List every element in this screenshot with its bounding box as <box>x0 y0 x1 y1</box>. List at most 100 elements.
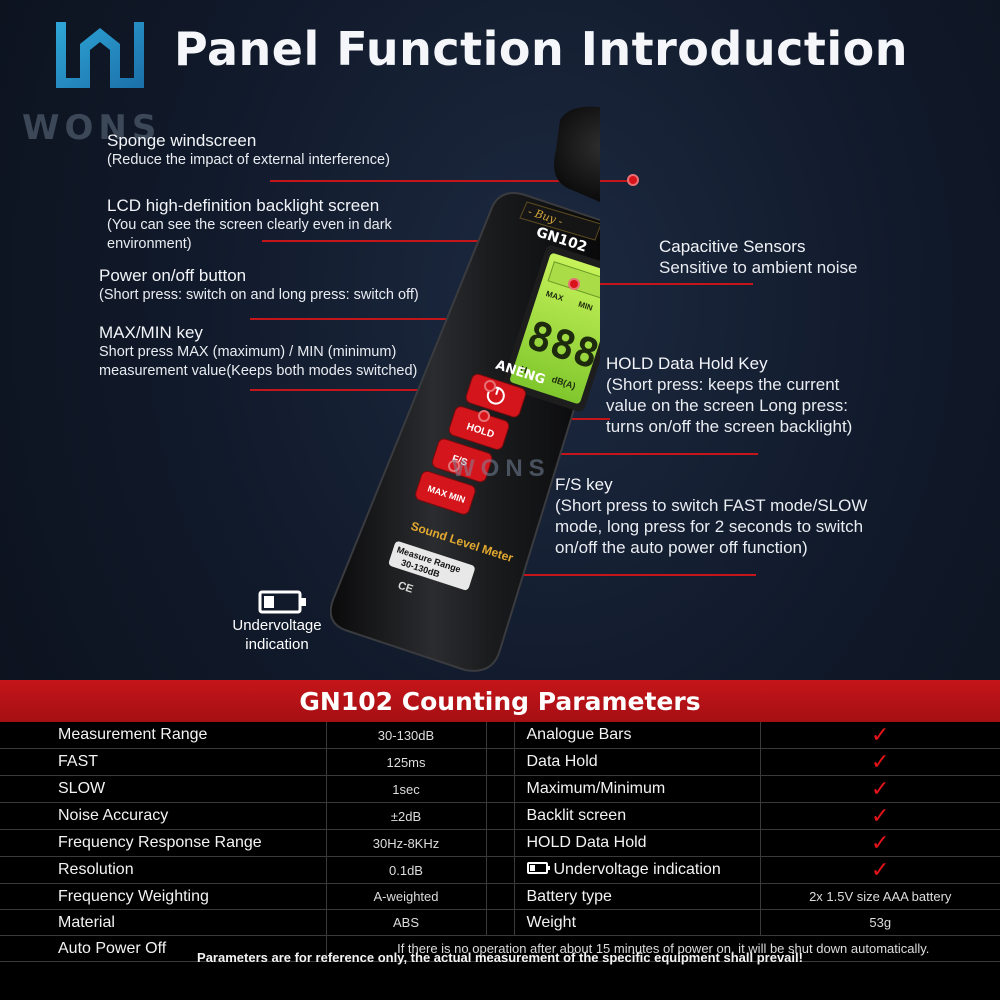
callout-desc: measurement value(Keeps both modes switc… <box>99 363 418 379</box>
callout-dot <box>627 174 639 186</box>
callout-hold: HOLD Data Hold Key (Short press: keeps t… <box>606 353 852 437</box>
feature-label: Battery type <box>514 883 761 910</box>
callout-desc: (Short press: switch on and long press: … <box>99 287 419 303</box>
feature-label-text: Battery type <box>526 887 612 905</box>
column-gap <box>486 775 515 803</box>
leader-line <box>486 574 756 576</box>
feature-value: 53g <box>760 909 1000 936</box>
feature-label: Analogue Bars <box>514 722 761 749</box>
column-gap <box>486 909 515 936</box>
parameters-title: GN102 Counting Parameters <box>0 680 1000 722</box>
callout-dot <box>478 410 490 422</box>
feature-value: 2x 1.5V size AAA battery <box>760 883 1000 910</box>
callout-desc: (You can see the screen clearly even in … <box>107 217 392 233</box>
callout-dot <box>448 460 460 472</box>
callout-title: F/S key <box>555 475 613 494</box>
param-label: Frequency Response Range <box>0 829 327 857</box>
check-icon: ✓ <box>760 802 1000 830</box>
feature-label: Undervoltage indication <box>514 856 761 884</box>
logo-icon <box>56 22 144 88</box>
param-value: 30-130dB <box>326 722 487 749</box>
callout-desc: turns on/off the screen backlight) <box>606 417 853 436</box>
param-label: Auto Power Off <box>0 935 327 962</box>
watermark: WONS <box>452 455 551 482</box>
check-icon: ✓ <box>760 856 1000 884</box>
battery-low-icon <box>526 861 551 879</box>
check-icon: ✓ <box>760 722 1000 749</box>
column-gap <box>486 748 515 776</box>
parameters-section: GN102 Counting Parameters Measurement Ra… <box>0 680 1000 1000</box>
param-label: SLOW <box>0 775 327 803</box>
callout-sponge: Sponge windscreen (Reduce the impact of … <box>107 130 390 170</box>
callout-title: LCD high-definition backlight screen <box>107 196 380 215</box>
column-gap <box>486 883 515 910</box>
feature-label-text: HOLD Data Hold <box>526 834 647 851</box>
column-gap <box>486 829 515 857</box>
callout-desc: environment) <box>107 236 192 252</box>
feature-label: HOLD Data Hold <box>514 829 761 857</box>
logo-wordmark: WONS <box>22 108 162 148</box>
leader-line <box>575 283 753 285</box>
callout-desc: Short press MAX (maximum) / MIN (minimum… <box>99 344 397 360</box>
param-value: 125ms <box>326 748 487 776</box>
check-icon: ✓ <box>760 775 1000 803</box>
param-value: 30Hz-8KHz <box>326 829 487 857</box>
callout-desc: value on the screen Long press: <box>606 396 848 415</box>
callout-desc: Sensitive to ambient noise <box>659 258 858 277</box>
feature-label: Backlit screen <box>514 802 761 830</box>
undervoltage-line: indication <box>245 636 309 653</box>
callout-power: Power on/off button (Short press: switch… <box>99 265 419 305</box>
ce-mark: CE <box>396 580 414 596</box>
feature-label: Weight <box>514 909 761 936</box>
callout-title: Capacitive Sensors <box>659 237 806 256</box>
callout-title: Power on/off button <box>99 266 247 285</box>
feature-label: Data Hold <box>514 748 761 776</box>
feature-label-text: Data Hold <box>526 753 598 770</box>
feature-label-text: Weight <box>526 913 577 931</box>
feature-label-text: Backlit screen <box>526 807 627 824</box>
page-title: Panel Function Introduction <box>174 22 908 76</box>
param-label: Frequency Weighting <box>0 883 327 910</box>
disclaimer: Parameters are for reference only, the a… <box>197 950 803 965</box>
callout-desc: (Short press: keeps the current <box>606 375 840 394</box>
param-label: Noise Accuracy <box>0 802 327 830</box>
feature-label-text: Maximum/Minimum <box>526 780 666 797</box>
callout-title: Sponge windscreen <box>107 131 257 150</box>
callout-dot <box>568 278 580 290</box>
param-value: ABS <box>326 909 487 936</box>
callout-dot <box>484 380 496 392</box>
param-label: Measurement Range <box>0 722 327 749</box>
sound-level-meter-device: - Buy - GN102 MAX MIN 888 H dB(A) ANENG … <box>330 106 600 672</box>
column-gap <box>486 856 515 884</box>
table-row: Auto Power Off If there is no operation … <box>0 935 1000 962</box>
param-value: 0.1dB <box>326 856 487 884</box>
undervoltage-line: Undervoltage <box>232 617 322 634</box>
param-value: If there is no operation after about 15 … <box>326 935 1000 962</box>
leader-line <box>250 389 450 391</box>
screen-h: H <box>519 364 528 376</box>
check-icon: ✓ <box>760 748 1000 776</box>
callout-desc: on/off the auto power off function) <box>555 538 808 557</box>
column-gap <box>486 802 515 830</box>
feature-label-text: Undervoltage indication <box>553 861 721 879</box>
undervoltage-caption: Undervoltage indication <box>212 616 342 654</box>
param-label: FAST <box>0 748 327 776</box>
callout-desc: mode, long press for 2 seconds to switch <box>555 517 864 536</box>
leader-line <box>250 318 488 320</box>
leader-line <box>270 180 628 182</box>
check-icon: ✓ <box>760 829 1000 857</box>
callout-lcd: LCD high-definition backlight screen (Yo… <box>107 195 392 254</box>
callout-title: HOLD Data Hold Key <box>606 354 768 373</box>
wons-logo <box>50 18 160 90</box>
feature-label: Maximum/Minimum <box>514 775 761 803</box>
callout-title: MAX/MIN key <box>99 323 203 342</box>
leader-line <box>262 240 524 242</box>
